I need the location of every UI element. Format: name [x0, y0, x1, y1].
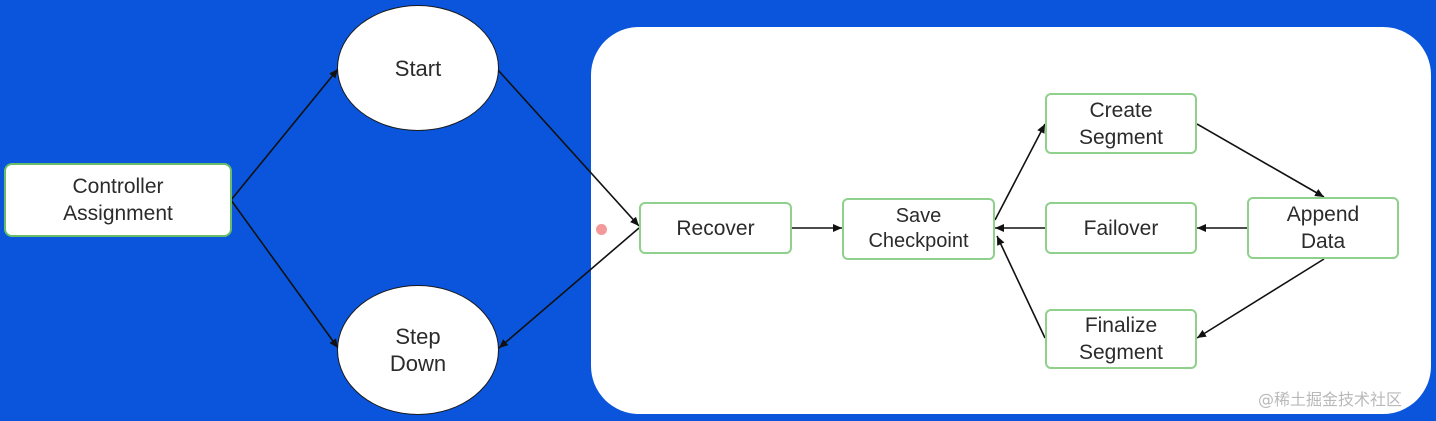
- watermark: @稀土掘金技术社区: [1258, 390, 1403, 409]
- arrow-start-to-recover: [497, 69, 640, 227]
- node-controller-assignment: Controller Assignment: [4, 163, 232, 237]
- arrow-create-segment-to-append-data: [1196, 123, 1325, 198]
- arrow-append-data-to-finalize-segment: [1196, 258, 1325, 339]
- arrow-controller-to-start: [230, 68, 339, 201]
- arrow-finalize-segment-to-save-checkpoint: [996, 235, 1046, 339]
- node-finalize-segment: Finalize Segment: [1045, 309, 1197, 369]
- node-append-data: Append Data: [1247, 197, 1399, 259]
- node-create-segment: Create Segment: [1045, 93, 1197, 154]
- node-failover: Failover: [1045, 202, 1197, 254]
- arrow-recover-to-step-down: [498, 227, 640, 349]
- node-recover: Recover: [639, 202, 792, 254]
- arrow-save-checkpoint-to-create-segment: [994, 123, 1046, 221]
- node-step-down: Step Down: [337, 285, 499, 415]
- node-save-checkpoint: Save Checkpoint: [842, 198, 995, 260]
- node-start: Start: [337, 5, 499, 131]
- arrow-controller-to-step-down: [230, 199, 339, 349]
- cursor-dot: [596, 224, 607, 235]
